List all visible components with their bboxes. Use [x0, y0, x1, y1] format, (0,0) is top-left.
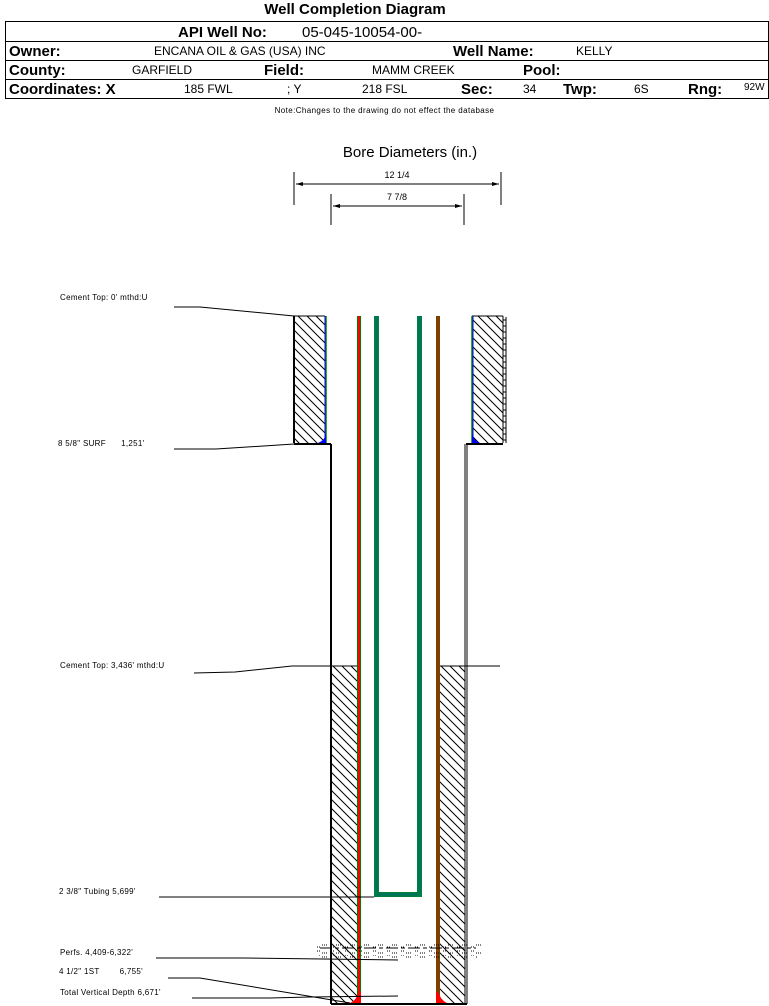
svg-text:Total Vertical Depth 6,671': Total Vertical Depth 6,671': [60, 988, 161, 997]
owner-value: ENCANA OIL & GAS (USA) INC: [154, 44, 326, 58]
annotation-surface-casing: 8 5/8" SURF 1,251': [58, 439, 295, 450]
rng-value: 92W: [744, 82, 765, 93]
arrow-right-icon: [492, 182, 499, 186]
svg-text:Perfs. 4,409-6,322': Perfs. 4,409-6,322': [60, 948, 133, 957]
svg-text:8 5/8" SURF 1,251': 8 5/8" SURF 1,251': [58, 439, 145, 448]
header-row-county: County: GARFIELD Field: MAMM CREEK Pool:: [6, 61, 768, 80]
well-name-value: KELLY: [576, 44, 613, 58]
header-row-coordinates: Coordinates: X 185 FWL ; Y 218 FSL Sec: …: [6, 80, 768, 99]
y-coordinate-value: 218 FSL: [362, 82, 408, 96]
county-value: GARFIELD: [132, 63, 193, 77]
twp-label: Twp:: [563, 81, 597, 98]
x-coordinate-value: 185 FWL: [184, 82, 233, 96]
bore-dimension-7-7-8: 7 7/8: [330, 192, 465, 225]
arrow-left-icon: [333, 204, 340, 208]
page-title: Well Completion Diagram: [264, 1, 446, 18]
production-casing-shoe-right: [436, 992, 447, 1003]
api-label: API Well No:: [178, 24, 267, 41]
annotation-total-vertical-depth: Total Vertical Depth 6,671': [60, 988, 399, 999]
y-coordinate-label: ; Y: [287, 82, 302, 96]
surface-casing-shoe-left: [318, 434, 326, 443]
arrow-right-icon: [455, 204, 462, 208]
bore-diameter-label: 7 7/8: [387, 192, 407, 202]
production-casing: [350, 316, 447, 1003]
sec-label: Sec:: [461, 81, 493, 98]
header-row-api: API Well No: 05-045-10054-00-: [6, 22, 768, 42]
svg-text:2 3/8" Tubing 5,699': 2 3/8" Tubing 5,699': [59, 887, 136, 896]
tubing: [374, 316, 422, 897]
bore-diameter-label: 12 1/4: [384, 170, 409, 180]
well-name-label: Well Name:: [453, 43, 534, 60]
api-value: 05-045-10054-00-: [302, 24, 423, 41]
svg-text:Cement Top: 3,436' mthd:U: Cement Top: 3,436' mthd:U: [60, 661, 165, 670]
annotation-tubing: 2 3/8" Tubing 5,699': [59, 887, 374, 898]
field-label: Field:: [264, 62, 304, 79]
surface-casing: [294, 316, 503, 445]
database-note: Note:Changes to the drawing do not effec…: [274, 106, 495, 115]
production-casing-shoe-left: [350, 992, 361, 1003]
bore-diameters-title: Bore Diameters (in.): [343, 144, 477, 161]
header-row-owner: Owner: ENCANA OIL & GAS (USA) INC Well N…: [6, 42, 768, 61]
perforations: [314, 944, 481, 958]
svg-text:Cement Top: 0' mthd:U: Cement Top: 0' mthd:U: [60, 293, 148, 302]
coordinates-label: Coordinates: X: [9, 81, 116, 98]
annotation-production-casing: 4 1/2" 1ST 6,755': [59, 967, 351, 1004]
svg-text:4 1/2" 1ST 6,755': 4 1/2" 1ST 6,755': [59, 967, 143, 976]
twp-value: 6S: [634, 82, 649, 96]
field-value: MAMM CREEK: [372, 63, 455, 77]
owner-label: Owner:: [9, 43, 61, 60]
bore-dimension-12-1-4: 12 1/4: [293, 170, 502, 205]
county-label: County:: [9, 62, 66, 79]
sec-value: 34: [523, 82, 537, 96]
annotation-cement-top-production: Cement Top: 3,436' mthd:U: [60, 661, 331, 674]
annotation-cement-top-surface: Cement Top: 0' mthd:U: [60, 293, 295, 317]
rng-label: Rng:: [688, 81, 723, 98]
surface-cement: [293, 315, 507, 443]
well-header-table: API Well No: 05-045-10054-00- Owner: ENC…: [5, 21, 769, 99]
arrow-left-icon: [296, 182, 303, 186]
annotation-perforations: Perfs. 4,409-6,322': [60, 948, 399, 961]
surface-casing-shoe-right: [472, 434, 480, 443]
pool-label: Pool:: [523, 62, 561, 79]
